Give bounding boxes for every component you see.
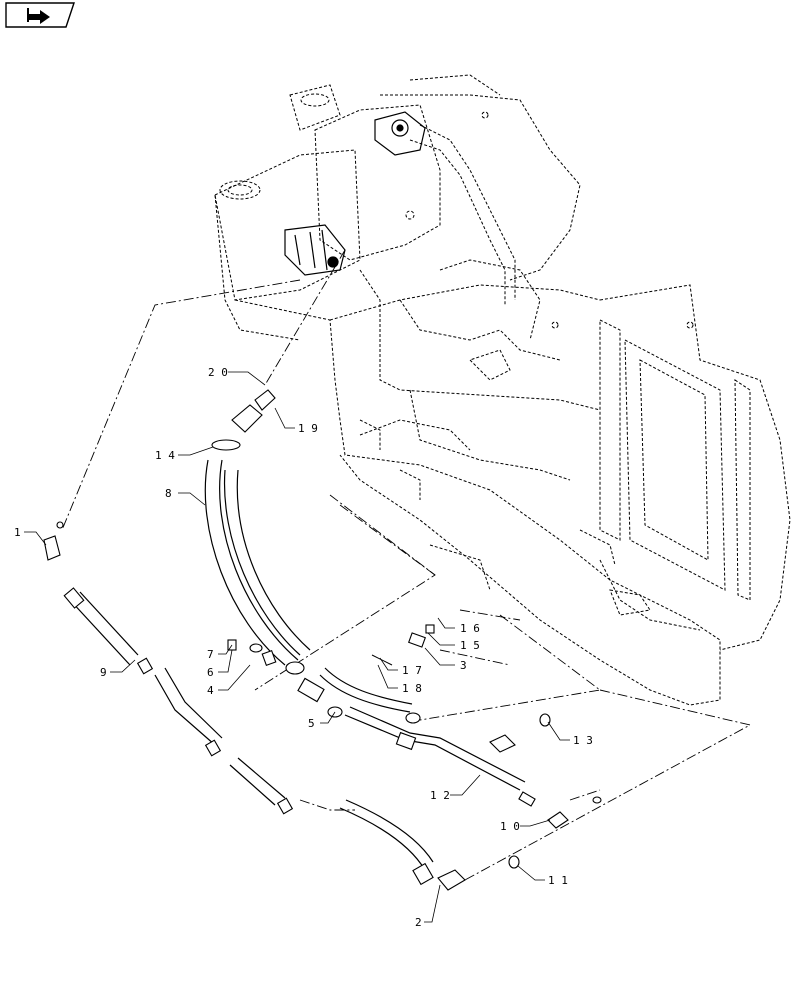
hose-9 xyxy=(69,591,434,871)
callout-2: 2 xyxy=(415,916,422,929)
callout-1: 1 xyxy=(14,526,21,539)
hose-lower-return xyxy=(319,667,413,713)
callout-15: 1 5 xyxy=(460,639,480,652)
callout-leaders xyxy=(24,371,570,923)
hydraulic-pump-lower xyxy=(284,224,346,276)
callout-8: 8 xyxy=(165,487,172,500)
callout-6: 6 xyxy=(207,666,214,679)
callout-9: 9 xyxy=(100,666,107,679)
hose-12 xyxy=(344,706,526,791)
callout-7: 7 xyxy=(207,648,214,661)
callout-16: 1 6 xyxy=(460,622,480,635)
assembly-leader-lines xyxy=(61,249,752,881)
callout-4: 4 xyxy=(207,684,214,697)
callout-5: 5 xyxy=(308,717,315,730)
hydraulic-pump-upper xyxy=(374,111,426,156)
callout-3: 3 xyxy=(460,659,467,672)
callout-10: 1 0 xyxy=(500,820,520,833)
return-arrow-icon[interactable] xyxy=(4,2,76,28)
callout-13: 1 3 xyxy=(573,734,593,747)
fittings xyxy=(43,389,602,891)
machine-frame xyxy=(214,74,791,706)
callout-12: 1 2 xyxy=(430,789,450,802)
hose-8 xyxy=(204,459,311,666)
callout-20: 2 0 xyxy=(208,366,228,379)
callout-17: 1 7 xyxy=(402,664,422,677)
callout-18: 1 8 xyxy=(402,682,422,695)
callout-14: 1 4 xyxy=(155,449,175,462)
callout-19: 1 9 xyxy=(298,422,318,435)
callout-11: 1 1 xyxy=(548,874,568,887)
callout-labels: 1 2 3 4 5 6 7 8 9 1 0 1 1 1 2 1 3 1 4 1 … xyxy=(14,366,593,929)
